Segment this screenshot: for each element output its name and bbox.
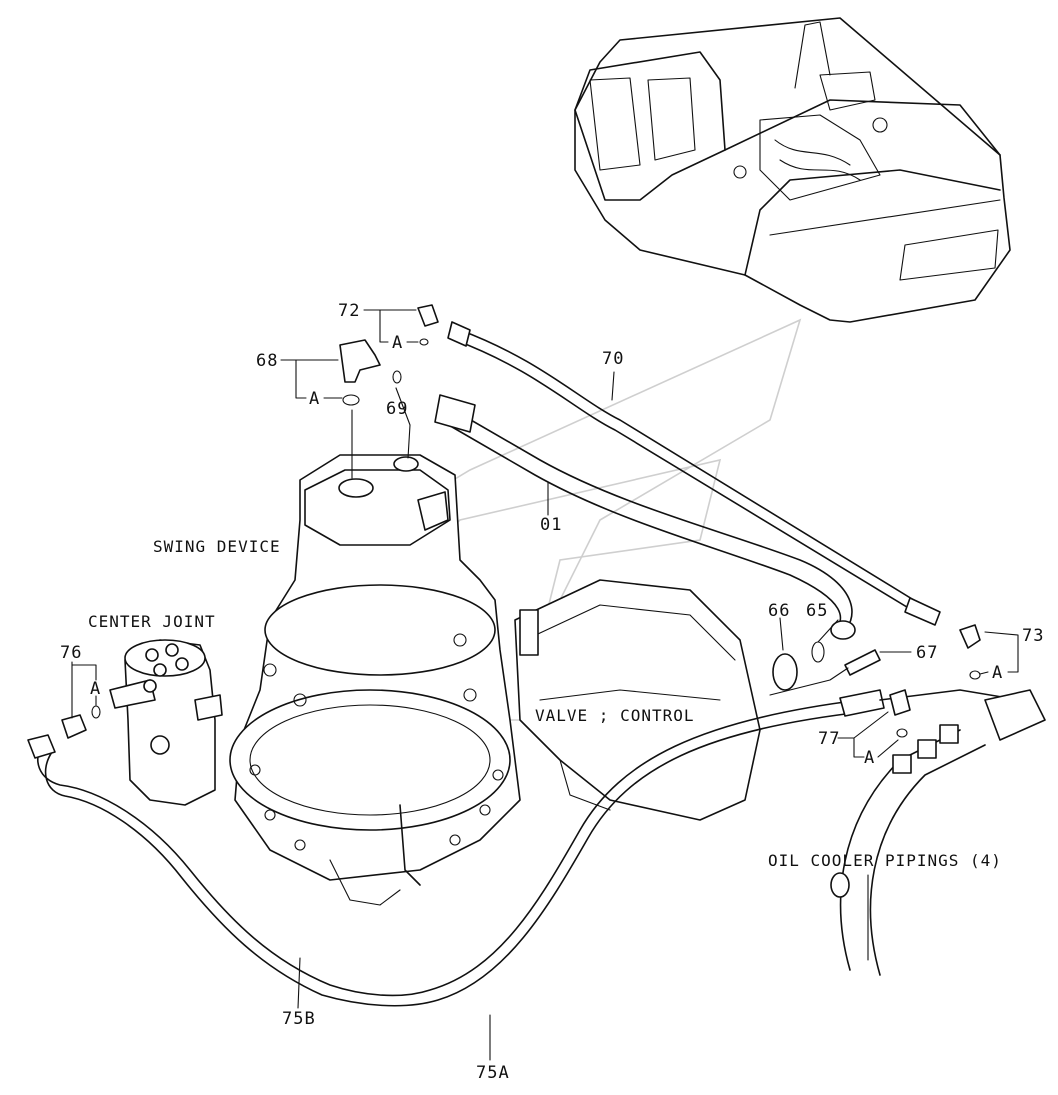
callout-68: 68 — [256, 351, 278, 371]
label-center-joint: CENTER JOINT — [88, 612, 216, 631]
callout-77: 77 — [818, 729, 840, 749]
callout-70: 70 — [602, 349, 624, 369]
callout-72: 72 — [338, 301, 360, 321]
oil-cooler-pipings — [830, 689, 1046, 976]
excavator-overview — [574, 17, 1011, 323]
center-joint — [109, 639, 223, 806]
hose-75 — [27, 689, 885, 1007]
callout-a-76: A — [90, 679, 101, 699]
callout-69: 69 — [386, 399, 408, 419]
callout-a-73: A — [992, 663, 1003, 683]
callout-73: 73 — [1022, 626, 1044, 646]
hose-70 — [447, 321, 941, 626]
hose-01 — [434, 394, 856, 640]
callout-67: 67 — [916, 643, 938, 663]
swing-device — [229, 454, 521, 906]
bolt-holes — [249, 633, 504, 851]
callout-a-68: A — [309, 389, 320, 409]
label-valve-control: VALVE ; CONTROL — [535, 706, 695, 725]
leader-lines — [71, 309, 1019, 1061]
callout-76: 76 — [60, 643, 82, 663]
callout-65: 65 — [806, 601, 828, 621]
label-swing-device: SWING DEVICE — [153, 537, 281, 556]
callout-75b: 75B — [282, 1009, 316, 1029]
label-oil-cooler-pipings: OIL COOLER PIPINGS (4) — [768, 851, 1002, 870]
callout-66: 66 — [768, 601, 790, 621]
callout-75a: 75A — [476, 1063, 510, 1083]
control-valve — [514, 579, 761, 821]
callout-a-77: A — [864, 748, 875, 768]
fittings — [61, 304, 981, 739]
callout-01: 01 — [540, 515, 562, 535]
callout-a-72: A — [392, 333, 403, 353]
